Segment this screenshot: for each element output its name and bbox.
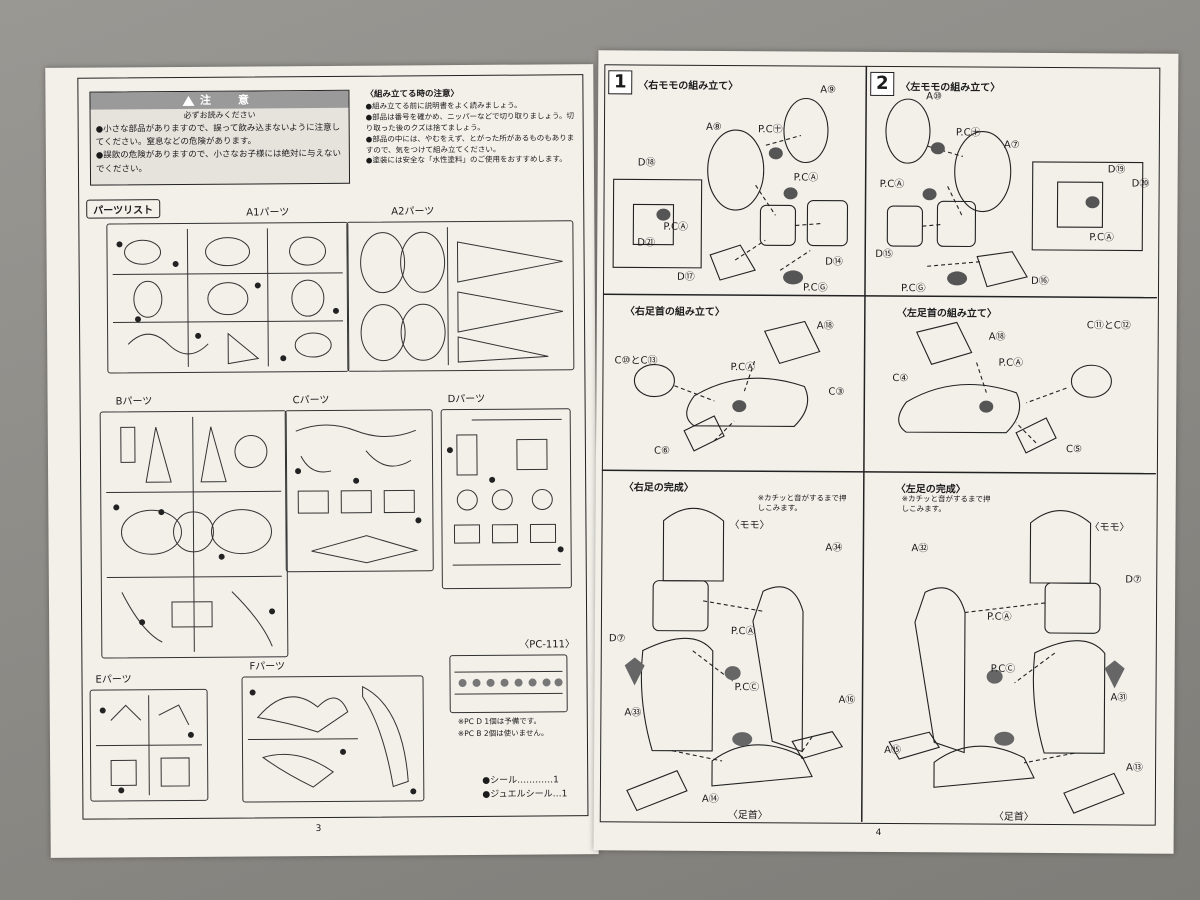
part-label: P.CⒸ [734, 682, 760, 694]
part-label: D⑯ [1031, 275, 1049, 287]
part-label: D⑦ [608, 633, 626, 645]
manual-page-right: 1 〈右モモの組み立て〉 A⑨ P.C㊉ A⑧ D⑱ P.CⒶ P.CⒶ D㉑ … [593, 50, 1179, 854]
part-label: A⑯ [838, 694, 856, 706]
part-label: A⑩ [926, 91, 943, 103]
part-label: D⑦ [1125, 574, 1142, 586]
part-label: P.C㊉ [757, 124, 783, 136]
part-label: D⑮ [875, 248, 893, 261]
part-label: P.CⒶ [793, 172, 819, 184]
runner-label-a2: A2パーツ [391, 206, 435, 218]
caution-heading: 注 意 [90, 90, 349, 110]
right-ankle-drawing [633, 320, 821, 452]
runner-label-f: Fパーツ [249, 661, 286, 673]
part-label: P.CⒼ [900, 283, 926, 295]
step-1-drawing [612, 97, 849, 285]
assembly-notes-title: 〈組み立てる時の注意〉 [365, 89, 459, 100]
runner-d-drawing [446, 418, 564, 566]
runner-e [89, 688, 209, 802]
page-number: 3 [315, 824, 322, 835]
runner-label-b: Bパーツ [115, 396, 153, 408]
left-ankle-drawing [898, 321, 1112, 454]
part-label: C⑩とC⑬ [614, 355, 658, 367]
assembly-note: ●部品の中には、やむをえず、とがった所があるものもありますので、気をつけて組み立… [365, 132, 575, 155]
part-label: C④ [892, 373, 909, 385]
pc-runner-label: 〈PC-111〉 [519, 639, 576, 651]
caution-item: ●誤飲の危険がありますので、小さなお子様には絶対に与えないでください。 [95, 149, 341, 175]
runner-label-c: Cパーツ [292, 394, 330, 407]
pc-note: ※PC B 2個は使いません。 [457, 728, 549, 739]
part-label: 〈足首〉 [727, 810, 768, 822]
part-label: A㉝ [624, 707, 642, 719]
part-label: C⑪とC⑫ [1086, 320, 1131, 332]
part-label: C⑥ [653, 445, 670, 457]
part-label: P.CⒼ [802, 282, 828, 294]
part-label: 〈足首〉 [993, 811, 1034, 823]
runner-e-drawing [95, 695, 202, 796]
part-label: P.C㊉ [955, 127, 981, 139]
part-label: D㉑ [637, 237, 656, 249]
runner-f-drawing [247, 685, 417, 795]
runner-label-d: Dパーツ [447, 393, 486, 406]
part-label: 〈モモ〉 [729, 520, 770, 532]
part-label: A㉞ [825, 542, 843, 554]
caution-item: ●小さな部品がありますので、誤って飲み込まないように注意してください。窒息などの… [95, 122, 341, 148]
part-label: A㉜ [911, 543, 929, 555]
part-label: D⑱ [637, 157, 656, 169]
runner-c [284, 409, 434, 573]
part-label: A⑮ [884, 744, 902, 757]
part-label: A⑨ [820, 84, 837, 96]
warning-icon [181, 95, 195, 106]
part-label: A⑱ [816, 320, 834, 332]
step-2-drawing [885, 98, 1144, 288]
part-label: D⑰ [677, 271, 695, 283]
part-label: P.CⒶ [730, 626, 756, 638]
sticker-count: ●シール…………1 [482, 775, 559, 786]
part-label: P.CⒶ [998, 357, 1024, 369]
caution-box: 注 意 必ずお読みください ●小さな部品がありますので、誤って飲み込まないように… [89, 89, 351, 186]
assembly-note: ●塗装には安全な「水性塗料」のご使用をおすすめします。 [365, 154, 567, 166]
runner-c-drawing [295, 424, 422, 564]
part-label: P.CⒶ [663, 221, 689, 233]
pc-runner [449, 654, 568, 714]
left-leg-drawing [888, 510, 1125, 814]
runner-a2-drawing [360, 227, 564, 366]
part-label: P.CⒶ [879, 178, 905, 191]
runner-b [99, 410, 289, 659]
runner-d [440, 408, 572, 590]
part-label: A⑭ [701, 793, 719, 805]
part-label: D⑭ [825, 256, 843, 268]
runner-f [241, 675, 425, 803]
part-label: P.CⒶ [986, 611, 1012, 623]
page-number: 4 [875, 827, 882, 838]
pc-note: ※PC D 1個は予備です。 [457, 716, 541, 727]
runner-a2 [346, 220, 575, 372]
right-leg-drawing [624, 507, 844, 812]
assembly-notes: 〈組み立てる時の注意〉 ●組み立てる前に説明書をよく読みましょう。 ●部品は番号… [365, 86, 586, 167]
runner-a1 [106, 221, 350, 374]
assembly-note: ●部品は番号を確かめ、ニッパーなどで切り取りましょう。切り取った後のクズは捨てま… [365, 111, 575, 133]
part-label: A㉛ [1110, 692, 1128, 704]
part-label: P.CⒶ [1089, 232, 1114, 244]
part-label: A⑦ [1003, 139, 1020, 151]
parts-list-title: パーツリスト [86, 199, 161, 219]
part-label: C③ [828, 386, 845, 398]
part-label: C⑤ [1065, 444, 1083, 456]
part-label: D⑳ [1131, 178, 1150, 190]
panel-dividers [601, 65, 1157, 822]
runner-label-a1: A1パーツ [246, 207, 290, 219]
part-label: 〈モモ〉 [1089, 522, 1130, 534]
part-label: P.CⒶ [730, 362, 756, 374]
part-label: A⑱ [988, 331, 1006, 343]
runner-a1-drawing [112, 228, 344, 367]
part-label: D⑲ [1107, 164, 1126, 176]
jewel-sticker-count: ●ジュエルシール…1 [482, 789, 568, 800]
part-label: P.CⒸ [990, 663, 1016, 675]
part-label: A⑧ [705, 121, 722, 133]
runner-label-e: Eパーツ [95, 674, 132, 686]
runner-b-drawing [106, 416, 282, 652]
pc-runner-drawing [454, 670, 563, 695]
manual-page-left: 注 意 必ずお読みください ●小さな部品がありますので、誤って飲み込まないように… [45, 64, 599, 858]
part-label: A⑬ [1126, 762, 1143, 774]
